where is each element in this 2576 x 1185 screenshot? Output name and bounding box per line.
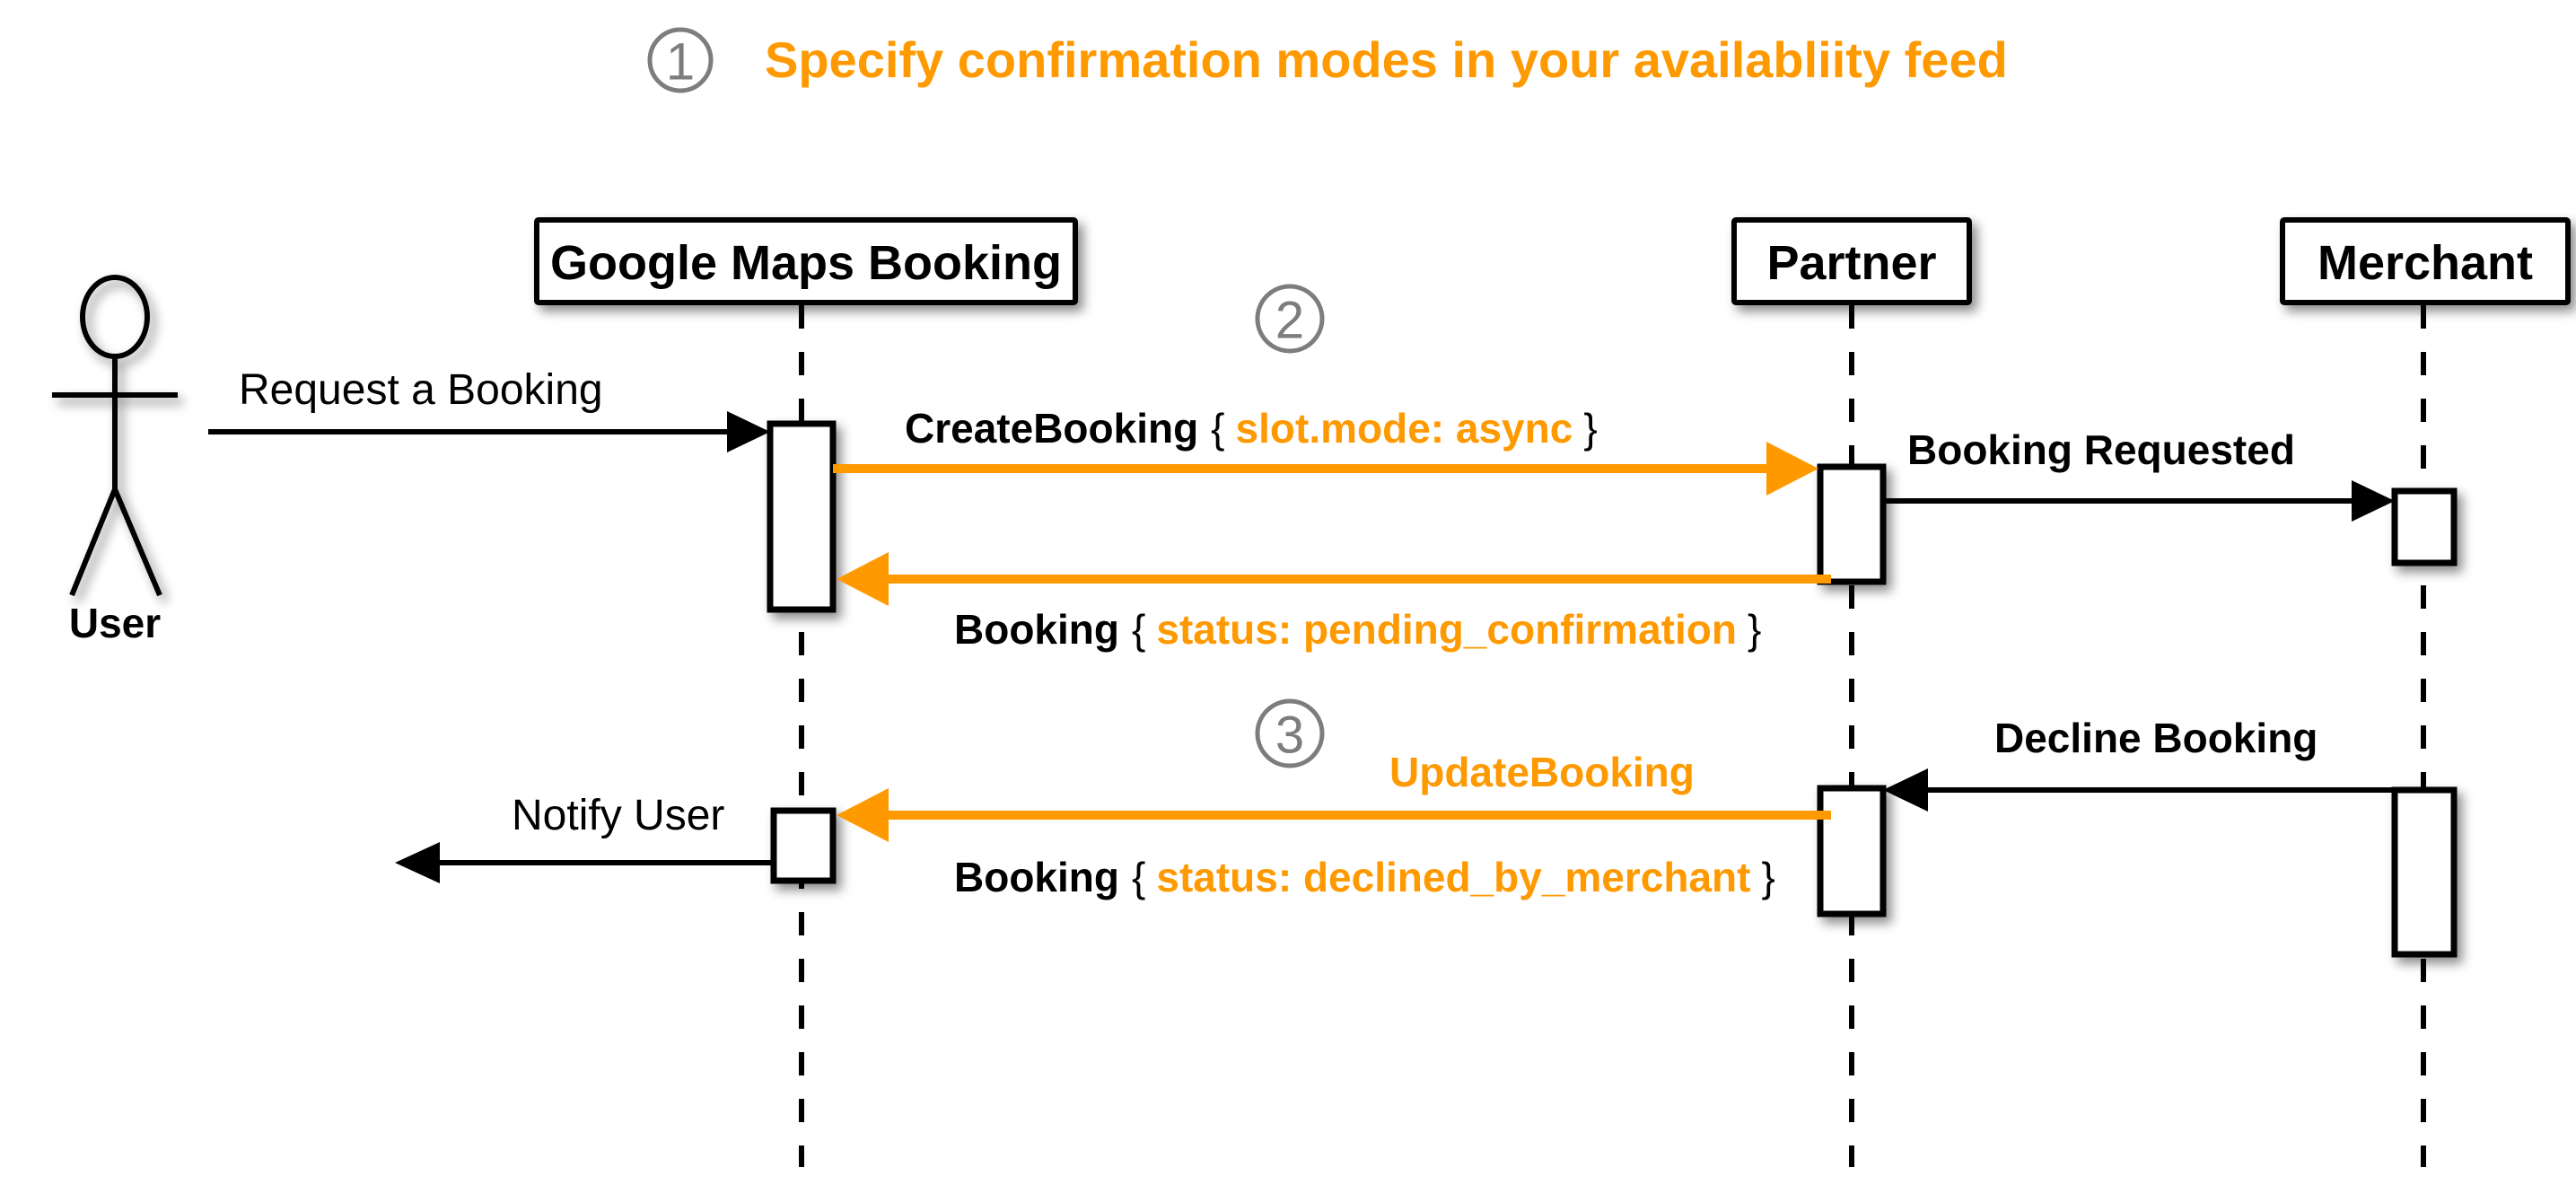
actor-leg-left: [69, 487, 118, 597]
participant-box-partner[interactable]: [1731, 217, 1972, 305]
step-circle-1: [647, 27, 714, 93]
message-label-update-booking: UpdateBooking: [1389, 749, 1695, 795]
arrowhead-decline-booking: [1883, 768, 1928, 812]
activation-partner-1: [1817, 463, 1887, 585]
actor-user-label: User: [69, 600, 161, 646]
arrowhead-update-booking: [837, 788, 889, 842]
step-3-marker: 3: [1255, 698, 1325, 768]
activation-merchant-1: [2391, 487, 2458, 566]
create-booking-name: CreateBooking: [905, 405, 1198, 452]
step-1-marker: 1: [647, 27, 714, 93]
arrowhead-request-a-booking: [727, 411, 770, 452]
actor-user: [52, 275, 178, 597]
booking-brace-open-2: {: [1132, 854, 1145, 900]
participant-merchant[interactable]: [2280, 217, 2571, 305]
message-label-request-a-booking: Request a Booking: [239, 366, 603, 414]
activation-gmb-1: [767, 420, 837, 613]
message-label-decline-booking: Decline Booking: [1994, 715, 2318, 761]
message-request-a-booking: [208, 411, 770, 452]
message-label-notify-user: Notify User: [512, 792, 724, 839]
message-booking-requested: [1883, 480, 2395, 522]
arrowhead-booking-requested: [2352, 480, 2395, 522]
message-label-create-booking: CreateBooking { slot.mode: async}: [905, 405, 1598, 452]
participant-label-gmb: Google Maps Booking: [550, 236, 1062, 290]
step-number-2: 2: [1275, 292, 1304, 350]
create-booking-payload: slot.mode: async: [1236, 405, 1573, 452]
activation-partner-2: [1817, 785, 1887, 917]
participant-box-merchant[interactable]: [2280, 217, 2571, 305]
actor-leg-right: [112, 487, 162, 597]
booking-payload-1: status: pending_confirmation: [1156, 606, 1737, 653]
booking-brace-open-1: {: [1132, 606, 1145, 653]
activation-gmb-2: [770, 807, 837, 884]
booking-payload-2: status: declined_by_merchant: [1156, 854, 1750, 900]
booking-brace-close-2: }: [1761, 854, 1774, 900]
arrowhead-notify-user: [395, 842, 440, 883]
message-label-booking-pending-confirmation: Booking {status: pending_confirmation}: [954, 606, 1761, 653]
step-circle-2: [1255, 284, 1325, 354]
step-number-1: 1: [666, 33, 695, 92]
actor-head-icon: [80, 275, 150, 359]
booking-name-1: Booking: [954, 606, 1119, 653]
message-booking-pending-confirmation: [837, 552, 1831, 606]
step-circle-3: [1255, 698, 1325, 768]
create-booking-brace-close: }: [1583, 405, 1597, 452]
participant-label-partner: Partner: [1766, 236, 1936, 290]
participant-box-gmb[interactable]: [534, 217, 1078, 305]
step-number-3: 3: [1275, 707, 1304, 765]
booking-name-2: Booking: [954, 854, 1119, 900]
message-create-booking: [833, 442, 1818, 496]
message-notify-user: [395, 842, 774, 883]
participant-partner[interactable]: [1731, 217, 1972, 305]
arrowhead-create-booking: [1766, 442, 1818, 496]
booking-brace-close-1: }: [1748, 606, 1761, 653]
step-2-marker: 2: [1255, 284, 1325, 354]
participant-label-merchant: Merchant: [2318, 236, 2533, 290]
arrowhead-booking-pending: [837, 552, 889, 606]
message-update-booking: [837, 788, 1831, 842]
create-booking-brace-open: {: [1211, 405, 1224, 452]
participant-gmb[interactable]: [534, 217, 1078, 305]
message-decline-booking: [1883, 768, 2395, 812]
activation-merchant-2: [2391, 786, 2458, 958]
message-label-booking-declined: Booking {status: declined_by_merchant}: [954, 854, 1775, 900]
message-label-booking-requested: Booking Requested: [1907, 426, 2295, 473]
page-title: Specify confirmation modes in your avail…: [765, 31, 2008, 88]
